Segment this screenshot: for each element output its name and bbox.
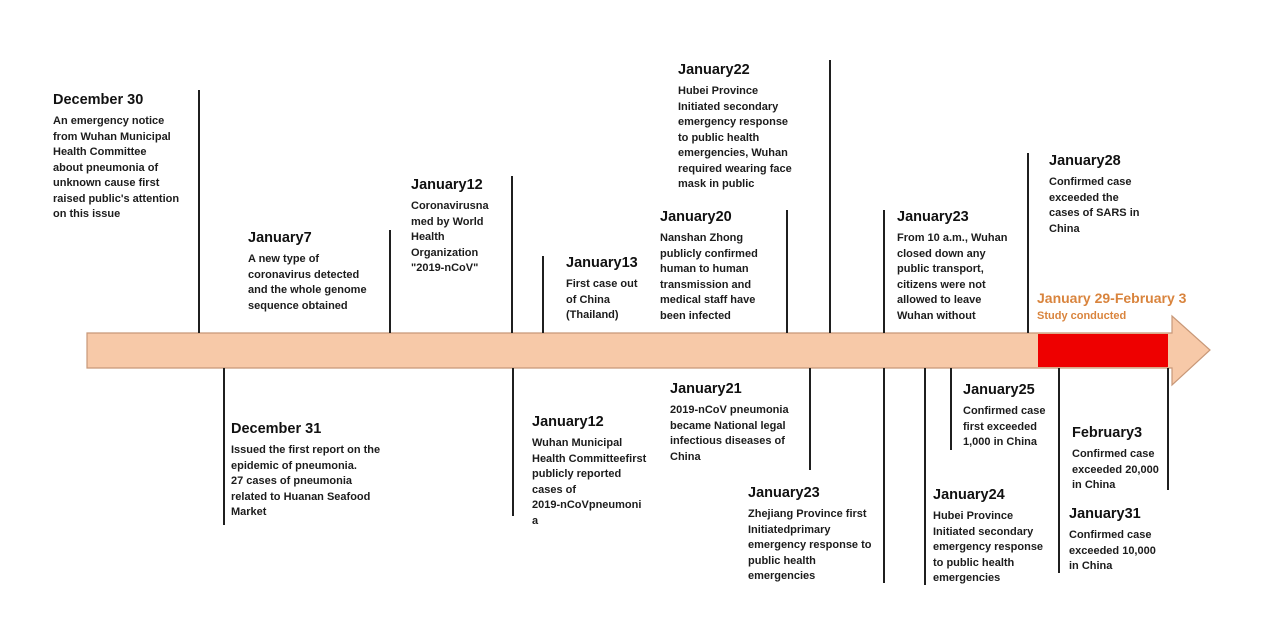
study-range: January 29-February 3 bbox=[1037, 290, 1187, 306]
event-feb3: February3 Confirmed case exceeded 20,000… bbox=[1072, 424, 1166, 494]
event-desc: Zhejiang Province first Initiatedprimary… bbox=[748, 508, 872, 582]
event-desc: Confirmed case exceeded the cases of SAR… bbox=[1049, 176, 1140, 235]
event-date: February3 bbox=[1072, 425, 1143, 441]
event-desc: An emergency notice from Wuhan Municipal… bbox=[53, 115, 180, 220]
event-date: January23 bbox=[897, 209, 969, 225]
study-period-bar bbox=[1038, 334, 1168, 367]
tick-dec31 bbox=[223, 368, 225, 525]
tick-jan23-below bbox=[883, 368, 885, 583]
event-desc: Confirmed case exceeded 20,000 in China bbox=[1072, 448, 1159, 491]
tick-jan22 bbox=[829, 60, 831, 333]
event-desc: Hubei Province Initiated secondary emerg… bbox=[678, 85, 792, 190]
tick-dec30 bbox=[198, 90, 200, 333]
event-desc: Issued the first report on the epidemic … bbox=[231, 444, 381, 518]
tick-jan7 bbox=[389, 230, 391, 333]
timeline-arrow-body bbox=[86, 314, 1211, 387]
event-jan12-wuhan: January12 Wuhan Municipal Health Committ… bbox=[532, 413, 662, 529]
event-jan31: January31 Confirmed case exceeded 10,000… bbox=[1069, 505, 1169, 575]
study-note: Study conducted bbox=[1037, 310, 1127, 322]
event-jan28: January28 Confirmed case exceeded the ca… bbox=[1049, 152, 1169, 237]
event-date: December 31 bbox=[231, 421, 322, 437]
event-jan12-who: January12 Coronavirusna med by World Hea… bbox=[411, 176, 507, 277]
event-jan23-zhejiang: January23 Zhejiang Province first Initia… bbox=[748, 484, 880, 585]
event-desc: First case out of China (Thailand) bbox=[566, 278, 638, 321]
event-desc: Hubei Province Initiated secondary emerg… bbox=[933, 510, 1044, 584]
event-jan24: January24 Hubei Province Initiated secon… bbox=[933, 486, 1055, 587]
event-date: January24 bbox=[933, 487, 1005, 503]
tick-jan23-above bbox=[883, 210, 885, 333]
event-desc: From 10 a.m., Wuhan closed down any publ… bbox=[897, 232, 1008, 322]
event-jan7: January7 A new type of coronavirus detec… bbox=[248, 229, 383, 314]
event-date: January28 bbox=[1049, 153, 1121, 169]
event-desc: Confirmed case exceeded 10,000 in China bbox=[1069, 529, 1156, 572]
tick-jan31 bbox=[1058, 368, 1060, 573]
tick-jan25 bbox=[950, 368, 952, 450]
event-jan21: January21 2019-nCoV pneumonia became Nat… bbox=[670, 380, 806, 465]
event-date: January7 bbox=[248, 230, 312, 246]
event-date: January25 bbox=[963, 382, 1035, 398]
event-jan23-wuhan: January23 From 10 a.m., Wuhan closed dow… bbox=[897, 208, 1025, 324]
event-date: January13 bbox=[566, 255, 638, 271]
study-period-label: January 29-February 3 Study conducted bbox=[1037, 289, 1186, 323]
event-desc: Wuhan Municipal Health Committeefirst pu… bbox=[532, 437, 647, 527]
event-desc: Coronavirusna med by World Health Organi… bbox=[411, 200, 489, 274]
tick-jan12-below bbox=[512, 368, 514, 516]
tick-jan24 bbox=[924, 368, 926, 585]
event-date: January23 bbox=[748, 485, 820, 501]
event-jan13: January13 First case out of China (Thail… bbox=[566, 254, 656, 324]
tick-jan20 bbox=[786, 210, 788, 333]
tick-feb3 bbox=[1167, 368, 1169, 490]
event-desc: 2019-nCoV pneumonia became National lega… bbox=[670, 404, 789, 463]
event-date: December 30 bbox=[53, 92, 144, 108]
event-dec30: December 30 An emergency notice from Wuh… bbox=[53, 91, 193, 223]
tick-jan21 bbox=[809, 368, 811, 470]
tick-jan12-above bbox=[511, 176, 513, 333]
event-jan22: January22 Hubei Province Initiated secon… bbox=[678, 61, 824, 193]
event-jan20: January20 Nanshan Zhong publicly confirm… bbox=[660, 208, 782, 324]
event-dec31: December 31 Issued the first report on t… bbox=[231, 420, 401, 521]
event-date: January31 bbox=[1069, 506, 1141, 522]
tick-jan13 bbox=[542, 256, 544, 333]
event-date: January12 bbox=[411, 177, 483, 193]
tick-jan28 bbox=[1027, 153, 1029, 333]
event-date: January20 bbox=[660, 209, 732, 225]
event-jan25: January25 Confirmed case first exceeded … bbox=[963, 381, 1059, 451]
event-desc: Confirmed case first exceeded 1,000 in C… bbox=[963, 405, 1046, 448]
event-desc: A new type of coronavirus detected and t… bbox=[248, 253, 367, 312]
event-desc: Nanshan Zhong publicly confirmed human t… bbox=[660, 232, 758, 322]
event-date: January21 bbox=[670, 381, 742, 397]
event-date: January22 bbox=[678, 62, 750, 78]
event-date: January12 bbox=[532, 414, 604, 430]
